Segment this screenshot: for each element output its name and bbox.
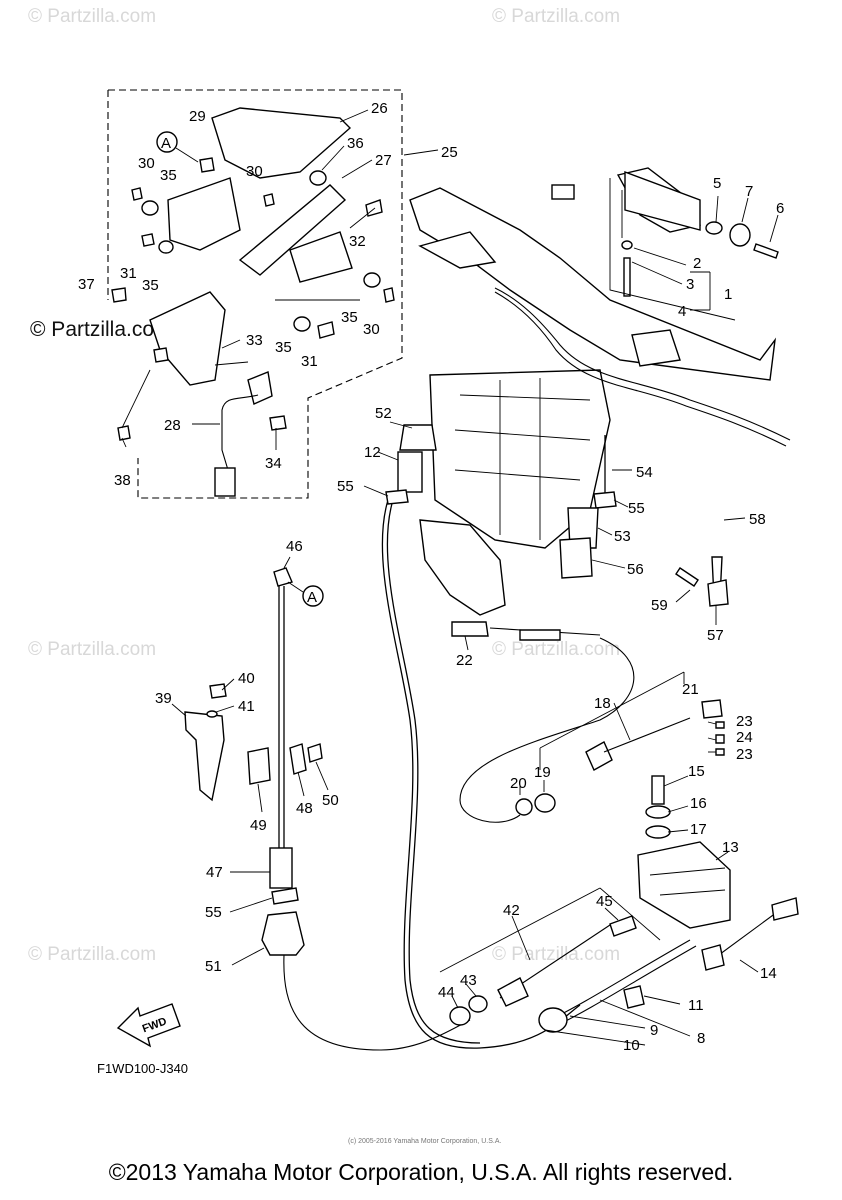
callout: 19 [534, 764, 551, 781]
callout: 48 [296, 800, 313, 817]
callout: 42 [503, 902, 520, 919]
callout: 29 [189, 108, 206, 125]
callout: 30 [246, 163, 263, 180]
callout: 37 [78, 276, 95, 293]
callout: 20 [510, 775, 527, 792]
callout: 40 [238, 670, 255, 687]
callout: 3 [686, 276, 694, 293]
callout: 54 [636, 464, 653, 481]
callout: 8 [697, 1030, 705, 1047]
small-credit: (c) 2005-2016 Yamaha Motor Corporation, … [348, 1138, 502, 1145]
callout: 50 [322, 792, 339, 809]
callout: 31 [120, 265, 137, 282]
ref-marker-a: A A [156, 131, 324, 607]
callout: 38 [114, 472, 131, 489]
callout: 1 [724, 286, 732, 303]
watermark-layer: © Partzilla.com © Partzilla.com © Partzi… [28, 6, 620, 965]
callout: 30 [138, 155, 155, 172]
callout: 22 [456, 652, 473, 669]
diagram-code: F1WD100-J340 [97, 1061, 188, 1076]
callout: 44 [438, 984, 455, 1001]
callout: 45 [596, 893, 613, 910]
watermark: © Partzilla.com [492, 639, 620, 660]
callout: 15 [688, 763, 705, 780]
watermark: © Partzilla.com [28, 639, 156, 660]
boot-and-collar-parts [385, 424, 617, 579]
callout: 33 [246, 332, 263, 349]
callout: 55 [628, 500, 645, 517]
callout: 59 [651, 597, 668, 614]
callout: 35 [275, 339, 292, 356]
callout: 13 [722, 839, 739, 856]
leader-lines [121, 109, 779, 1046]
callout: 52 [375, 405, 392, 422]
callout: 30 [363, 321, 380, 338]
callout: 10 [623, 1037, 640, 1054]
callout: 55 [205, 904, 222, 921]
watermark: © Partzilla.com [492, 6, 620, 27]
callout: 35 [142, 277, 159, 294]
callout-labels: 1 2 3 4 5 6 7 8 9 10 11 12 13 14 15 16 1… [78, 100, 784, 1054]
callout: 27 [375, 152, 392, 169]
callout: 53 [614, 528, 631, 545]
watermark-dark: © Partzilla.com [30, 318, 172, 341]
callout: 57 [707, 627, 724, 644]
callout: 46 [286, 538, 303, 555]
callout: 4 [678, 303, 686, 320]
watermark: © Partzilla.com [28, 944, 156, 965]
main-cable-loop [381, 499, 581, 1049]
callout: 41 [238, 698, 255, 715]
watermark: © Partzilla.com [28, 6, 156, 27]
callout: 39 [155, 690, 172, 707]
lower-cables [449, 915, 697, 1033]
left-cable-assembly [184, 567, 471, 1051]
callout: 35 [341, 309, 358, 326]
callout: 7 [745, 183, 753, 200]
shift-cable-assembly [451, 621, 725, 823]
callout: 32 [349, 233, 366, 250]
callout: 55 [337, 478, 354, 495]
callout: 36 [347, 135, 364, 152]
callout: 25 [441, 144, 458, 161]
callout: 17 [690, 821, 707, 838]
callout: 12 [364, 444, 381, 461]
callout: 58 [749, 511, 766, 528]
callout: 31 [301, 353, 318, 370]
control-unit-assembly [623, 775, 799, 1009]
callout: 26 [371, 100, 388, 117]
callout: 9 [650, 1022, 658, 1039]
callout: 47 [206, 864, 223, 881]
copyright-footer: ©2013 Yamaha Motor Corporation, U.S.A. A… [108, 1159, 734, 1185]
watermark: © Partzilla.com [492, 944, 620, 965]
callout: 6 [776, 200, 784, 217]
callout: 23 [736, 713, 753, 730]
ref-marker-label: A [161, 135, 171, 152]
callout: 23 [736, 746, 753, 763]
callout: 16 [690, 795, 707, 812]
callout: 11 [688, 997, 704, 1014]
callout: 49 [250, 817, 267, 834]
cable-tie-parts [675, 556, 729, 607]
callout: 56 [627, 561, 644, 578]
throttle-lever-assembly [111, 107, 395, 497]
callout: 5 [713, 175, 721, 192]
callout: 28 [164, 417, 181, 434]
ref-marker-label: A [307, 589, 317, 606]
handlebar-assembly [409, 167, 791, 616]
callout: 43 [460, 972, 477, 989]
callout: 14 [760, 965, 777, 982]
callout: 51 [205, 958, 222, 975]
callout: 24 [736, 729, 753, 746]
callout: 21 [682, 681, 699, 698]
callout: 35 [160, 167, 177, 184]
grip-parts [609, 170, 779, 321]
fwd-arrow-icon: FWD [116, 1003, 181, 1048]
callout: 2 [693, 255, 701, 272]
callout: 34 [265, 455, 282, 472]
callout: 18 [594, 695, 611, 712]
inset-frame [108, 89, 403, 499]
